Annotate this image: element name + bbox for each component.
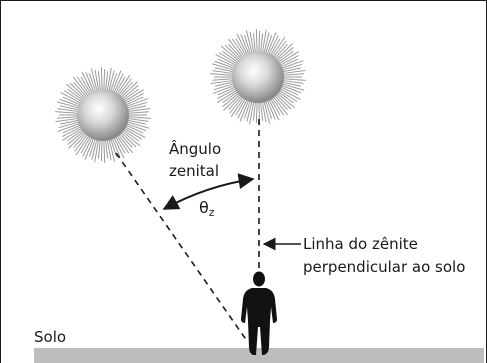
angle-label-line2: zenital	[169, 162, 220, 180]
zenith-label-line2: perpendicular ao solo	[303, 258, 466, 276]
person-silhouette	[241, 271, 277, 355]
zenith-angle-arc	[162, 173, 255, 210]
zenith-label-line1: Linha do zênite	[303, 235, 418, 253]
theta-symbol: θ	[199, 198, 209, 217]
sun-zenith-icon	[210, 29, 306, 125]
theta-subscript: z	[208, 206, 215, 219]
sun-ray-line	[115, 152, 248, 342]
ground-label: Solo	[34, 328, 67, 346]
sun-left-icon	[55, 67, 151, 163]
theta-z-symbol: θz	[199, 198, 215, 219]
ground-surface	[34, 348, 484, 363]
angle-label-line1: Ângulo	[169, 140, 222, 158]
